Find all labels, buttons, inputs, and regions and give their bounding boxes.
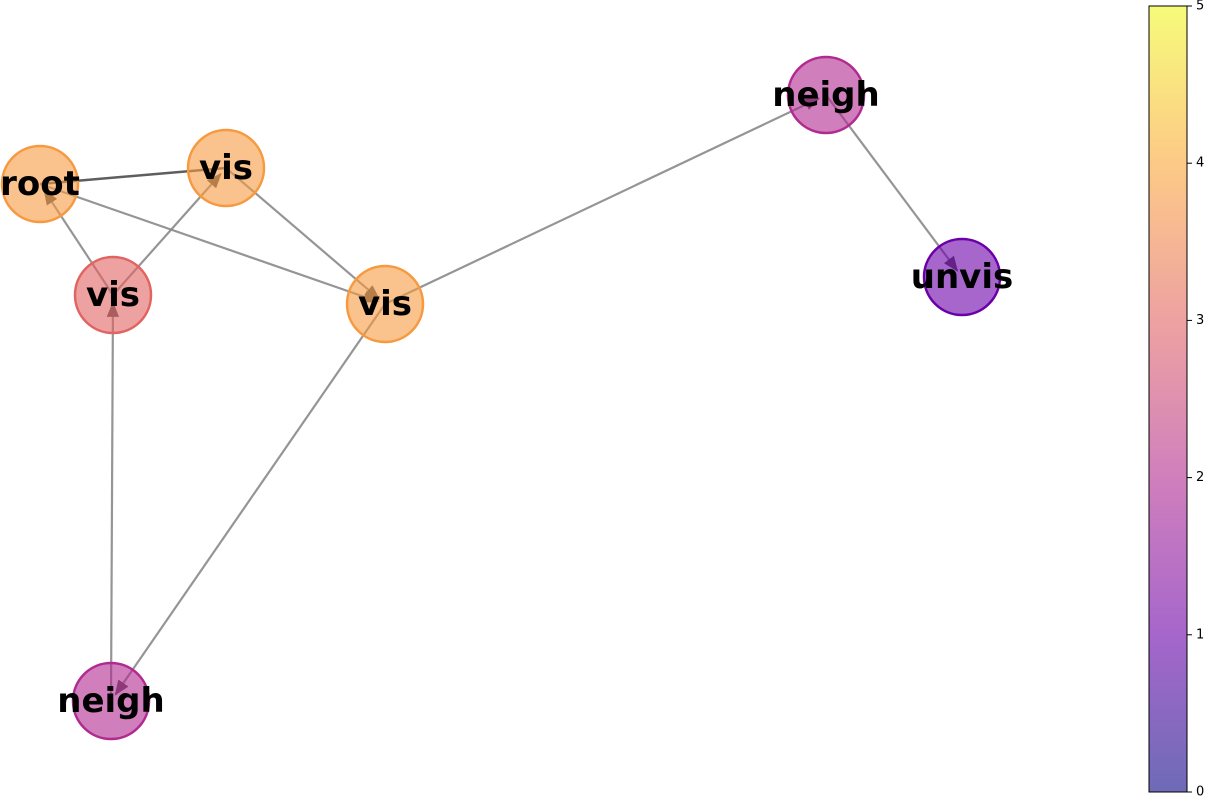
colorbar-tick-label: 1 <box>1196 627 1204 642</box>
colorbar-gradient <box>1148 5 1188 793</box>
nodes-layer: root vis vis vis neigh unvis neigh <box>0 55 1013 741</box>
colorbar-tick-label: 2 <box>1196 470 1204 485</box>
node-label: root <box>0 164 80 204</box>
node-label: vis <box>199 148 253 188</box>
node-circle <box>73 255 153 335</box>
node-vis: vis <box>73 255 153 335</box>
node-neigh: neigh <box>57 661 165 741</box>
node-unvis: unvis <box>911 237 1013 317</box>
node-circle <box>922 237 1002 317</box>
colorbar-ticks: 0 1 2 3 4 5 <box>1187 0 1204 797</box>
node-vis: vis <box>345 264 425 344</box>
colorbar: 0 1 2 3 4 5 <box>1148 0 1204 797</box>
node-root: root <box>0 144 80 224</box>
node-circle <box>0 144 80 224</box>
node-vis: vis <box>186 128 266 208</box>
node-label: neigh <box>772 75 879 115</box>
edge-n3-n4 <box>384 97 821 305</box>
edges-layer <box>39 94 959 702</box>
node-label: vis <box>358 284 412 324</box>
edge-n3-n6 <box>114 303 386 696</box>
node-circle <box>71 661 151 741</box>
edge-n6-n2 <box>106 301 120 702</box>
colorbar-tick-label: 0 <box>1196 785 1204 797</box>
node-circle <box>345 264 425 344</box>
node-circle <box>786 55 866 135</box>
node-label: vis <box>86 275 140 315</box>
colorbar-tick-label: 5 <box>1196 0 1204 14</box>
colorbar-tick-label: 3 <box>1196 313 1204 328</box>
node-label: unvis <box>911 257 1013 297</box>
node-label: neigh <box>57 681 164 721</box>
node-circle <box>186 128 266 208</box>
edge-n0-n3 <box>39 182 379 303</box>
node-neigh: neigh <box>772 55 880 135</box>
colorbar-tick-label: 4 <box>1196 156 1204 171</box>
